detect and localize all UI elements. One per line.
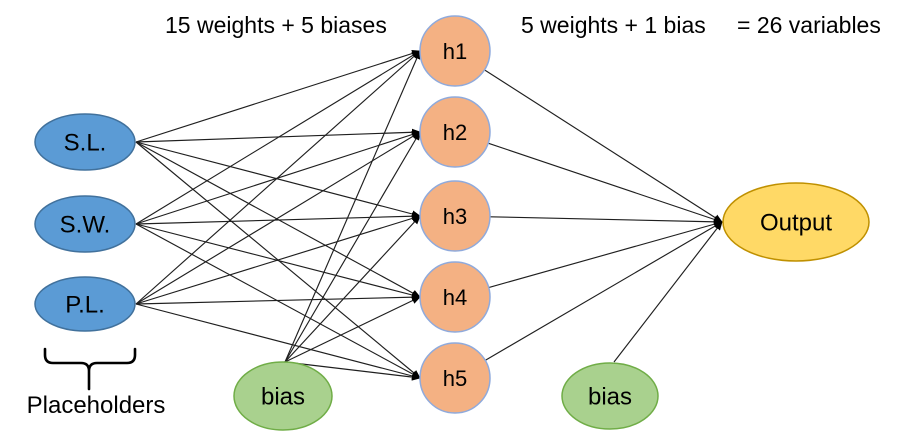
node-h2-shape	[419, 96, 491, 168]
node-bias2-shape	[561, 362, 659, 430]
edge-sl-h1	[135, 50, 421, 143]
edge-h3-output	[489, 216, 723, 226]
edge-h5-output	[484, 221, 723, 361]
edge-sw-h3	[135, 212, 421, 225]
edge-pl-h2	[135, 131, 421, 305]
node-h2-label: h2	[443, 120, 467, 145]
node-bias1-shape	[233, 361, 333, 431]
edge-h1-output	[484, 69, 723, 223]
edge-bias1-h2	[284, 131, 421, 363]
node-h4: h4	[419, 261, 491, 333]
node-bias2-label: bias	[588, 384, 632, 411]
node-h4-shape	[419, 261, 491, 333]
node-h2: h2	[419, 96, 491, 168]
edge-bias1-h4	[284, 296, 421, 363]
node-bias1: bias	[233, 361, 333, 431]
node-h5-shape	[419, 342, 491, 414]
node-pl-label: P.L.	[65, 292, 105, 319]
node-sw-label: S.W.	[60, 212, 111, 239]
edge-pl-h5	[135, 303, 421, 380]
edge-bias1-h5	[284, 361, 421, 381]
edge-bias2-output	[613, 221, 723, 363]
edge-h2-output	[487, 142, 723, 223]
node-bias2: bias	[561, 362, 659, 430]
edges-layer	[135, 50, 723, 381]
nodes-layer: S.L. S.W. P.L. h1 h2 h3 h4 h5 bias bias Output	[34, 15, 870, 431]
underbrace	[43, 347, 137, 391]
node-pl-shape	[34, 276, 136, 332]
node-h1-shape	[419, 15, 491, 87]
node-sw-shape	[34, 195, 136, 253]
edge-pl-h3	[135, 214, 421, 305]
output-layer-params-label: 5 weights + 1 bias	[521, 12, 706, 38]
node-h5-label: h5	[443, 366, 467, 391]
node-h4-label: h4	[443, 285, 467, 310]
node-output-label: Output	[760, 210, 832, 237]
node-bias1-label: bias	[261, 384, 305, 411]
node-h3-label: h3	[443, 204, 467, 229]
hidden-layer-params-label: 15 weights + 5 biases	[165, 12, 387, 38]
edge-sw-h1	[135, 50, 421, 225]
edge-bias1-h1	[284, 50, 421, 363]
node-h3-shape	[419, 180, 491, 252]
node-output: Output	[722, 182, 870, 262]
total-variables-label: = 26 variables	[737, 12, 881, 38]
edge-h4-output	[488, 220, 723, 289]
edge-sl-h3	[135, 141, 421, 218]
node-pl: P.L.	[34, 276, 136, 332]
node-sw: S.W.	[34, 195, 136, 253]
edge-bias1-h3	[284, 215, 421, 363]
node-sl-label: S.L.	[64, 130, 107, 157]
node-h3: h3	[419, 180, 491, 252]
node-h1-label: h1	[443, 39, 467, 64]
node-h1: h1	[419, 15, 491, 87]
placeholders-label: Placeholders	[27, 392, 166, 419]
edge-pl-h1	[135, 50, 421, 305]
edge-pl-h4	[135, 293, 421, 305]
node-sl: S.L.	[34, 113, 136, 171]
node-output-shape	[722, 182, 870, 262]
node-sl-shape	[34, 113, 136, 171]
node-h5: h5	[419, 342, 491, 414]
